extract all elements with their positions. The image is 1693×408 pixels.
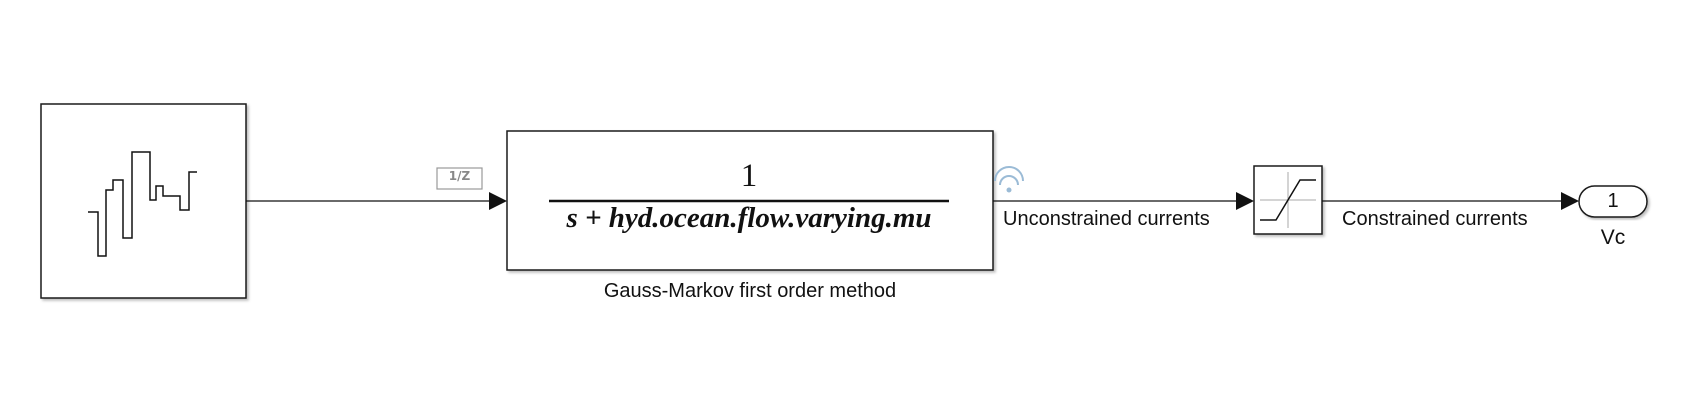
transfer-fcn-block[interactable]: [506, 130, 994, 271]
random-signal-source-block[interactable]: [40, 103, 247, 299]
transfer-fcn-numerator: 1: [740, 158, 758, 194]
delay-badge-label: 1/Z: [448, 169, 471, 183]
random-signal-icon: [88, 151, 197, 257]
saturation-block[interactable]: [1253, 165, 1323, 235]
arrowhead-outport-input: [1561, 192, 1579, 210]
arrowhead-saturation-input: [1236, 192, 1254, 210]
unconstrained-signal-label[interactable]: Unconstrained currents: [1003, 208, 1210, 230]
transfer-fcn-caption: Gauss-Markov first order method: [603, 280, 897, 302]
outport-name: Vc: [1600, 226, 1626, 249]
transfer-fcn-denominator: s + hyd.ocean.flow.varying.mu: [566, 202, 932, 234]
outport-block[interactable]: [1578, 185, 1648, 218]
arrowhead-tf-input: [489, 192, 507, 210]
delay-badge-frame: [436, 167, 483, 190]
saturation-icon: [1260, 172, 1316, 228]
constrained-signal-label[interactable]: Constrained currents: [1342, 208, 1528, 230]
outport-number: 1: [1607, 190, 1619, 212]
signal-logging-icon[interactable]: [994, 166, 1024, 193]
